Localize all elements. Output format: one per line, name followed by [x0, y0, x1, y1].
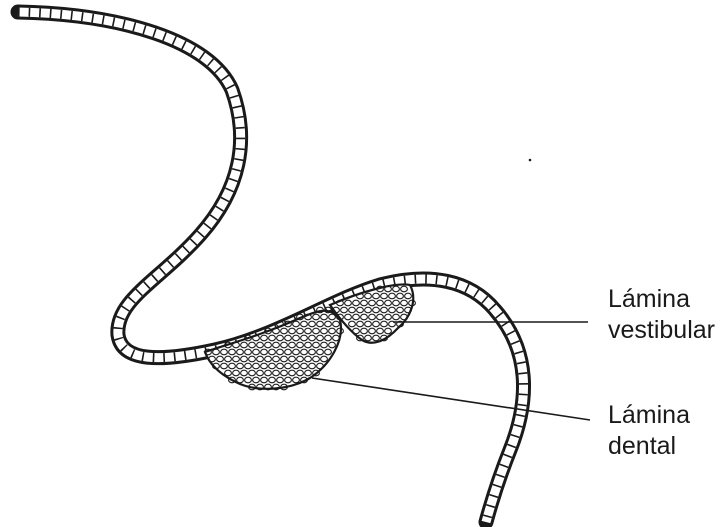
speck	[529, 159, 532, 162]
label-vestibular-lamina: Lámina vestibular	[608, 284, 715, 346]
label-dental-line2: dental	[608, 431, 690, 462]
label-vestibular-line2: vestibular	[608, 315, 715, 346]
label-dental-lamina: Lámina dental	[608, 400, 690, 462]
epithelium-band	[18, 12, 524, 522]
label-dental-line1: Lámina	[608, 400, 690, 431]
dental-leader-line	[312, 378, 590, 420]
label-vestibular-line1: Lámina	[608, 284, 715, 315]
